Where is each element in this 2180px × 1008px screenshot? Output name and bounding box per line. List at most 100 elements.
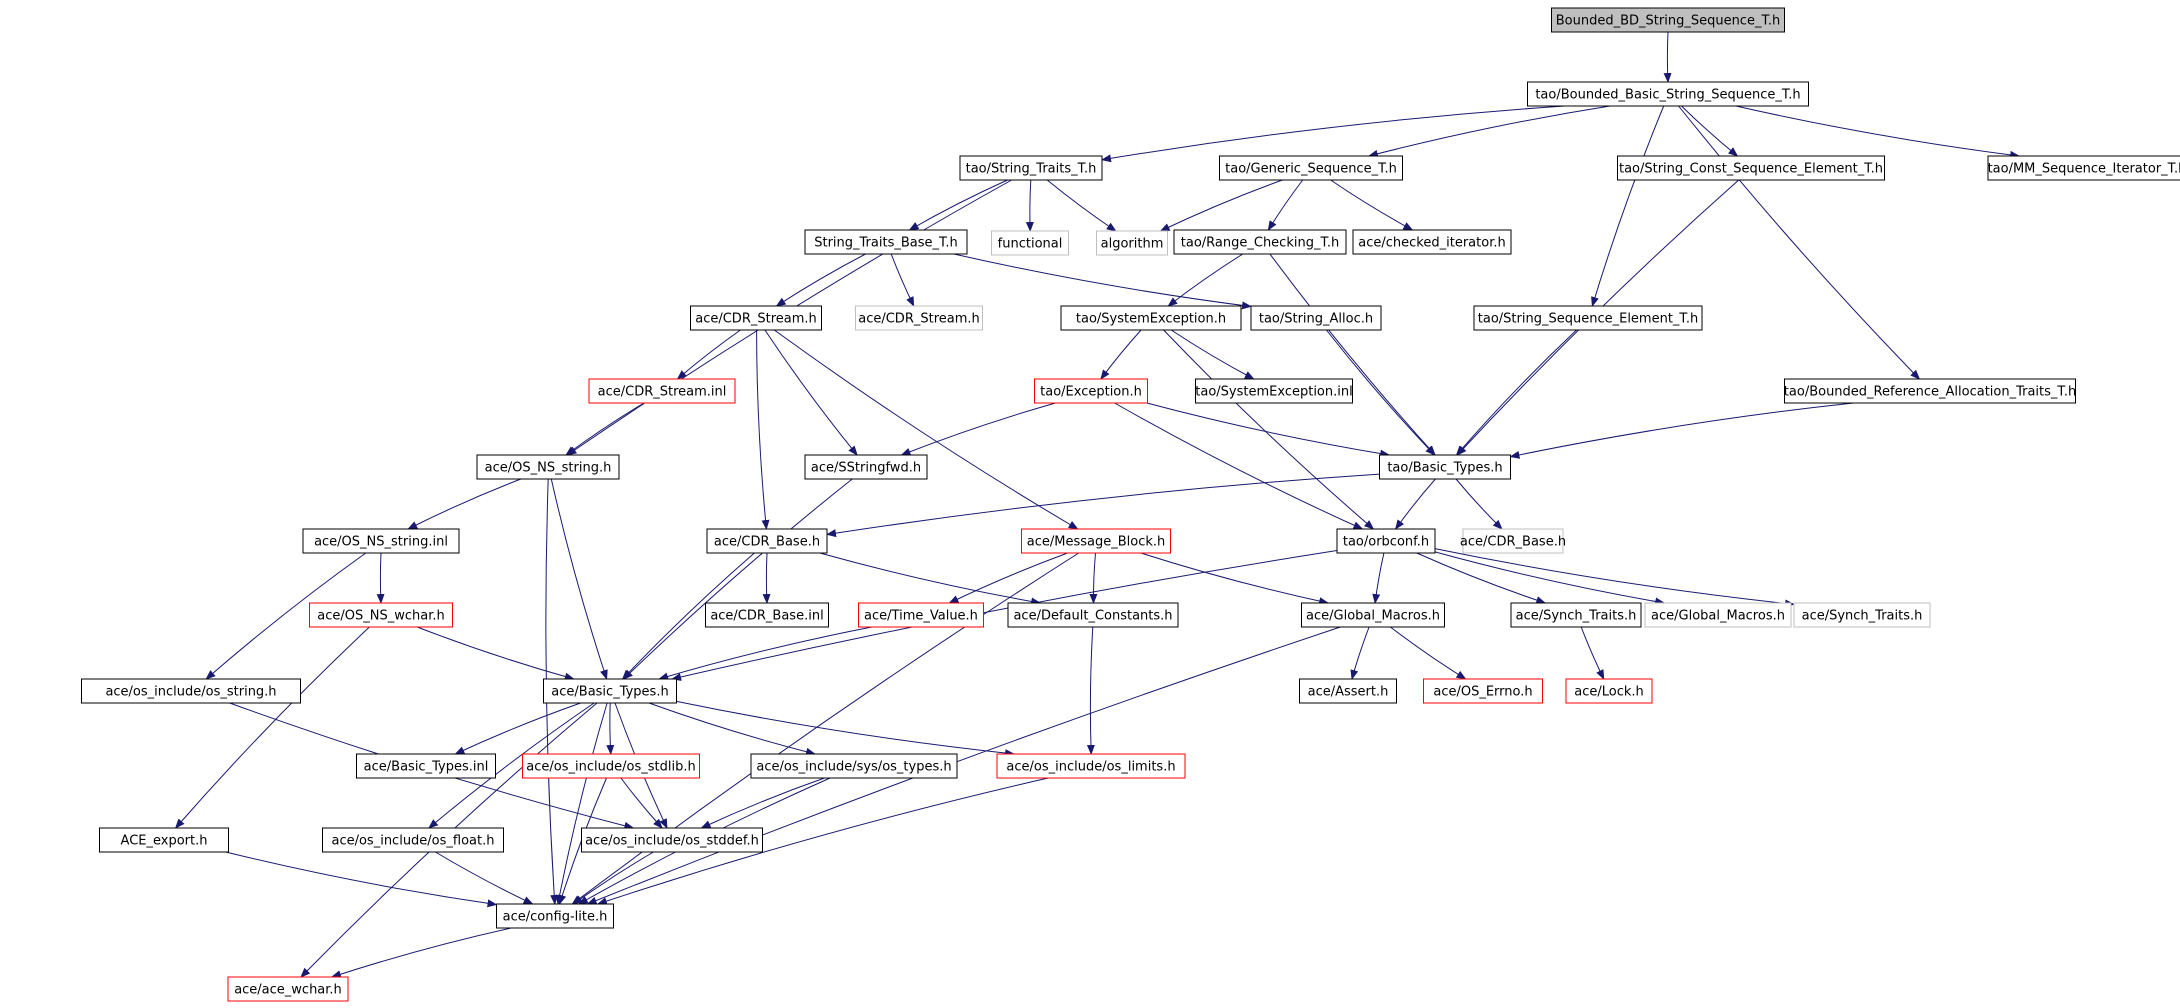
graph-node-sset[interactable]: tao/String_Sequence_Element_T.h [1473,305,1703,331]
graph-node-gst[interactable]: tao/Generic_Sequence_T.h [1219,155,1403,181]
dependency-edge-taobt-to-orbconf [1395,478,1436,530]
dependency-edge-stt-to-algorithm [1046,179,1117,232]
graph-node-sysex[interactable]: tao/SystemException.h [1060,305,1242,331]
dependency-edge-stbt-to-stralloc [953,253,1252,310]
node-box [1301,602,1445,628]
node-label: algorithm [1101,237,1164,252]
graph-node-taobt[interactable]: tao/Basic_Types.h [1379,454,1511,480]
node-label: tao/Bounded_Basic_String_Sequence_T.h [1535,88,1800,103]
graph-node-osfloat[interactable]: ace/os_include/os_float.h [322,827,504,853]
dependency-edge-orbconf-to-acebt [671,550,1338,681]
graph-node-acebtinl[interactable]: ace/Basic_Types.inl [356,753,496,779]
graph-node-exc[interactable]: tao/Exception.h [1034,378,1148,404]
graph-node-lock[interactable]: ace/Lock.h [1565,678,1653,704]
dependency-edge-cdrb-to-acebt [621,552,755,680]
node-label: ace/os_include/os_stdlib.h [526,760,695,775]
node-box [959,155,1103,181]
dependency-edge-taobt-to-cdrb [826,473,1380,538]
node-label: Bounded_BD_String_Sequence_T.h [1556,14,1780,29]
dependency-edge-cdrs-to-cdrsinl [676,329,741,380]
node-box [1527,81,1809,107]
graph-node-cdrbinl[interactable]: ace/CDR_Base.inl [705,602,829,628]
node-box [804,229,968,255]
dependency-edge-osstdlib-to-osstddef [620,777,663,829]
node-label: tao/SystemException.h [1076,312,1226,327]
dependency-edge-taobt-to-cdrbx [1455,478,1503,530]
node-box [322,827,504,853]
node-box [1352,229,1512,255]
node-box [1173,229,1347,255]
graph-node-wchar[interactable]: ace/ace_wchar.h [227,976,349,1002]
node-box [1987,155,2180,181]
graph-node-cdrsx: ace/CDR_Stream.h [855,305,983,331]
node-label: ace/Synch_Traits.h [1802,609,1923,624]
node-box [1195,378,1353,404]
graph-node-bbsst[interactable]: tao/Bounded_Basic_String_Sequence_T.h [1527,81,1809,107]
graph-node-mmsit[interactable]: tao/MM_Sequence_Iterator_T.h [1987,155,2180,181]
graph-node-osns[interactable]: ace/OS_NS_string.h [476,454,620,480]
dependency-edge-stralloc-to-taobt [1326,329,1436,456]
node-label: tao/String_Const_Sequence_Element_T.h [1619,162,1883,177]
graph-node-gm[interactable]: ace/Global_Macros.h [1301,602,1445,628]
graph-node-synch[interactable]: ace/Synch_Traits.h [1510,602,1642,628]
dependency-edge-bbsst-to-mmsit [1735,105,2021,159]
dependency-edge-osnsinl-to-osstr [205,552,367,680]
graph-node-oserrno[interactable]: ace/OS_Errno.h [1423,678,1543,704]
node-label: ace/os_include/os_float.h [331,834,494,849]
graph-node-defc[interactable]: ace/Default_Constants.h [1007,602,1179,628]
node-box [1423,678,1543,704]
dependency-edge-bratt-to-taobt [1509,402,1854,459]
dependency-edge-stbt-to-cdrsx [890,253,915,307]
node-box [302,528,460,554]
node-label: ace/ace_wchar.h [234,983,342,998]
node-label: tao/String_Alloc.h [1259,312,1373,327]
graph-node-cdrsinl[interactable]: ace/CDR_Stream.inl [588,378,736,404]
node-box [356,753,496,779]
graph-node-chkit[interactable]: ace/checked_iterator.h [1352,229,1512,255]
graph-node-osnsw[interactable]: ace/OS_NS_wchar.h [309,602,453,628]
node-label: ace/Time_Value.h [864,609,978,624]
graph-node-sysexinl[interactable]: tao/SystemException.inl [1195,378,1353,404]
dependency-edge-msgb-to-tv [948,552,1068,604]
graph-node-cdrb[interactable]: ace/CDR_Base.h [706,528,828,554]
graph-node-ostypes[interactable]: ace/os_include/sys/os_types.h [750,753,958,779]
graph-node-tv[interactable]: ace/Time_Value.h [858,602,984,628]
graph-node-acebt[interactable]: ace/Basic_Types.h [543,678,677,704]
edge-layer [174,31,2021,979]
graph-node-cdrs[interactable]: ace/CDR_Stream.h [690,305,822,331]
graph-node-osnsinl[interactable]: ace/OS_NS_string.inl [302,528,460,554]
node-label: ace/OS_NS_string.inl [314,535,448,550]
graph-node-stt[interactable]: tao/String_Traits_T.h [959,155,1103,181]
graph-node-assert[interactable]: ace/Assert.h [1299,678,1397,704]
graph-node-rct[interactable]: tao/Range_Checking_T.h [1173,229,1347,255]
graph-node-osstdlib[interactable]: ace/os_include/os_stdlib.h [522,753,700,779]
node-label: tao/Range_Checking_T.h [1181,236,1339,251]
node-label: ace/Synch_Traits.h [1516,609,1637,624]
dependency-edge-ssfwd-to-acebt [622,478,853,680]
node-box [1021,528,1171,554]
node-box [855,305,983,331]
graph-node-stbt[interactable]: String_Traits_Base_T.h [804,229,968,255]
graph-node-ssfwd[interactable]: ace/SStringfwd.h [804,454,928,480]
graph-node-osstr[interactable]: ace/os_include/os_string.h [81,678,301,704]
graph-node-osstddef[interactable]: ace/os_include/os_stddef.h [581,827,763,853]
node-box [1462,528,1564,554]
graph-node-orbconf[interactable]: tao/orbconf.h [1336,528,1436,554]
dependency-edge-acebt-to-cfgl [555,702,608,905]
graph-node-cfgl[interactable]: ace/config-lite.h [496,903,614,929]
node-label: ace/Default_Constants.h [1013,609,1172,624]
node-label: ace/CDR_Base.inl [710,609,823,624]
node-box [99,827,229,853]
node-layer: Bounded_BD_String_Sequence_T.h tao/Bounde… [81,7,2180,1002]
dependency-edge-osnsinl-to-osnsw [376,552,385,604]
graph-node-msgb[interactable]: ace/Message_Block.h [1021,528,1171,554]
graph-node-oslimits[interactable]: ace/os_include/os_limits.h [996,753,1186,779]
node-label: ace/Global_Macros.h [1651,609,1785,624]
graph-node-bratt[interactable]: tao/Bounded_Reference_Allocation_Traits_… [1784,378,2076,404]
graph-node-scset[interactable]: tao/String_Const_Sequence_Element_T.h [1617,155,1885,181]
node-box [1565,678,1653,704]
dependency-edge-sset-to-taobt [1455,329,1577,456]
graph-node-stralloc[interactable]: tao/String_Alloc.h [1250,305,1382,331]
graph-node-aceexp[interactable]: ACE_export.h [99,827,229,853]
